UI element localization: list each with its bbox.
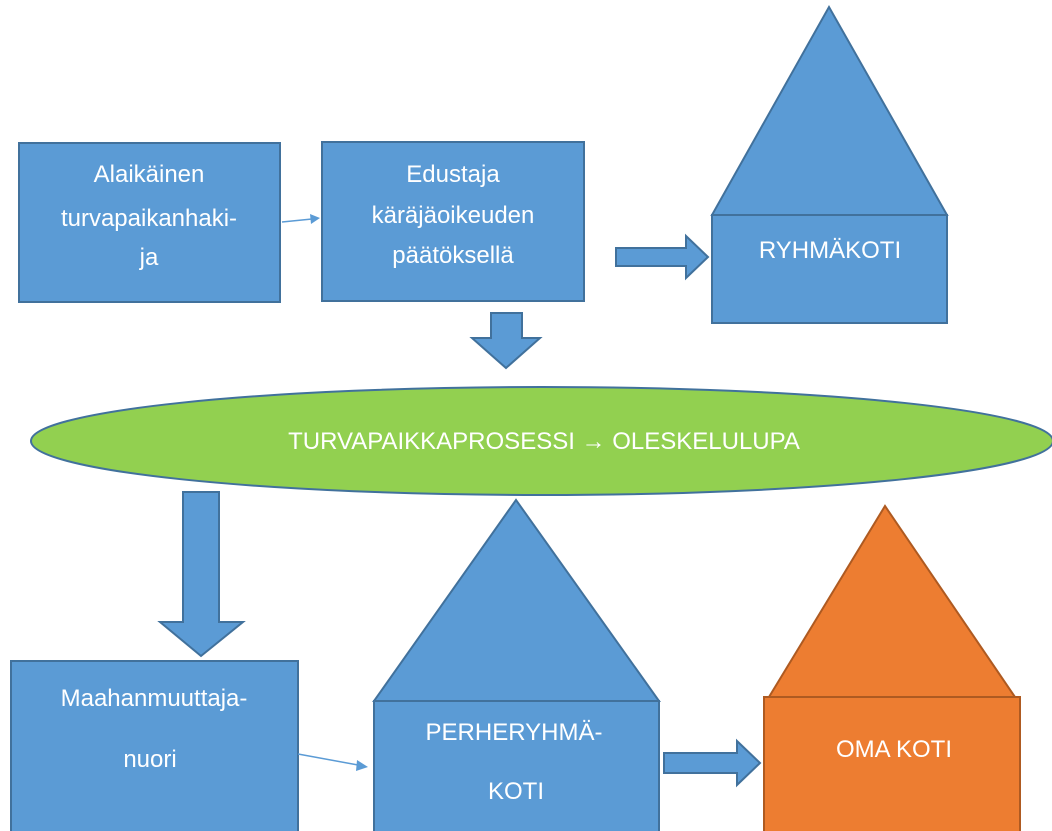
- immigrant-youth-label-line-1: Maahanmuuttaja-: [61, 685, 248, 712]
- representative-label-line-3: päätöksellä: [392, 242, 514, 269]
- applicant-node: Alaikäinen turvapaikanhaki- ja: [18, 142, 281, 303]
- process-label: TURVAPAIKKAPROSESSI → OLESKELULUPA: [288, 428, 800, 455]
- arrow-right-to-own-home: [663, 738, 762, 788]
- representative-label-line-1: Edustaja: [406, 161, 500, 188]
- arrow-right-to-group-home: [615, 233, 710, 281]
- process-ellipse: [30, 386, 1052, 496]
- applicant-label-line-1: Alaikäinen: [94, 161, 205, 188]
- family-group-home-body: [373, 700, 660, 831]
- representative-label-line-2: käräjäoikeuden: [372, 202, 535, 229]
- process-node: TURVAPAIKKAPROSESSI → OLESKELULUPA: [30, 386, 1052, 496]
- family-group-home-roof: [372, 498, 661, 702]
- own-home-label: OMA KOTI: [836, 736, 952, 763]
- applicant-label-line-3: ja: [139, 244, 159, 271]
- applicant-label-line-2: turvapaikanhaki-: [61, 205, 237, 232]
- arrow-down-to-process: [469, 312, 543, 370]
- group-home-node: RYHMÄKOTI: [710, 4, 949, 324]
- applicant-box: [18, 142, 281, 303]
- own-home-body: [763, 696, 1021, 831]
- family-group-home-label-line-1: PERHERYHMÄ-: [426, 719, 603, 746]
- own-home-roof: [767, 504, 1017, 698]
- immigrant-youth-node: Maahanmuuttaja- nuori: [10, 660, 299, 831]
- immigrant-youth-label-line-2: nuori: [123, 746, 176, 773]
- group-home-roof: [710, 4, 949, 216]
- family-group-home-label-line-2: KOTI: [488, 778, 544, 805]
- own-home-node: OMA KOTI: [763, 504, 1021, 831]
- representative-box: [321, 141, 585, 302]
- group-home-body: [711, 214, 948, 324]
- connector-applicant-to-representative: [281, 214, 320, 224]
- group-home-label: RYHMÄKOTI: [759, 237, 901, 264]
- family-group-home-node: PERHERYHMÄ- KOTI: [372, 498, 661, 831]
- arrow-down-to-immigrant-youth: [157, 491, 246, 658]
- connector-youth-to-family-home: [297, 753, 368, 771]
- immigrant-youth-box: [10, 660, 299, 831]
- representative-node: Edustaja käräjäoikeuden päätöksellä: [321, 141, 585, 302]
